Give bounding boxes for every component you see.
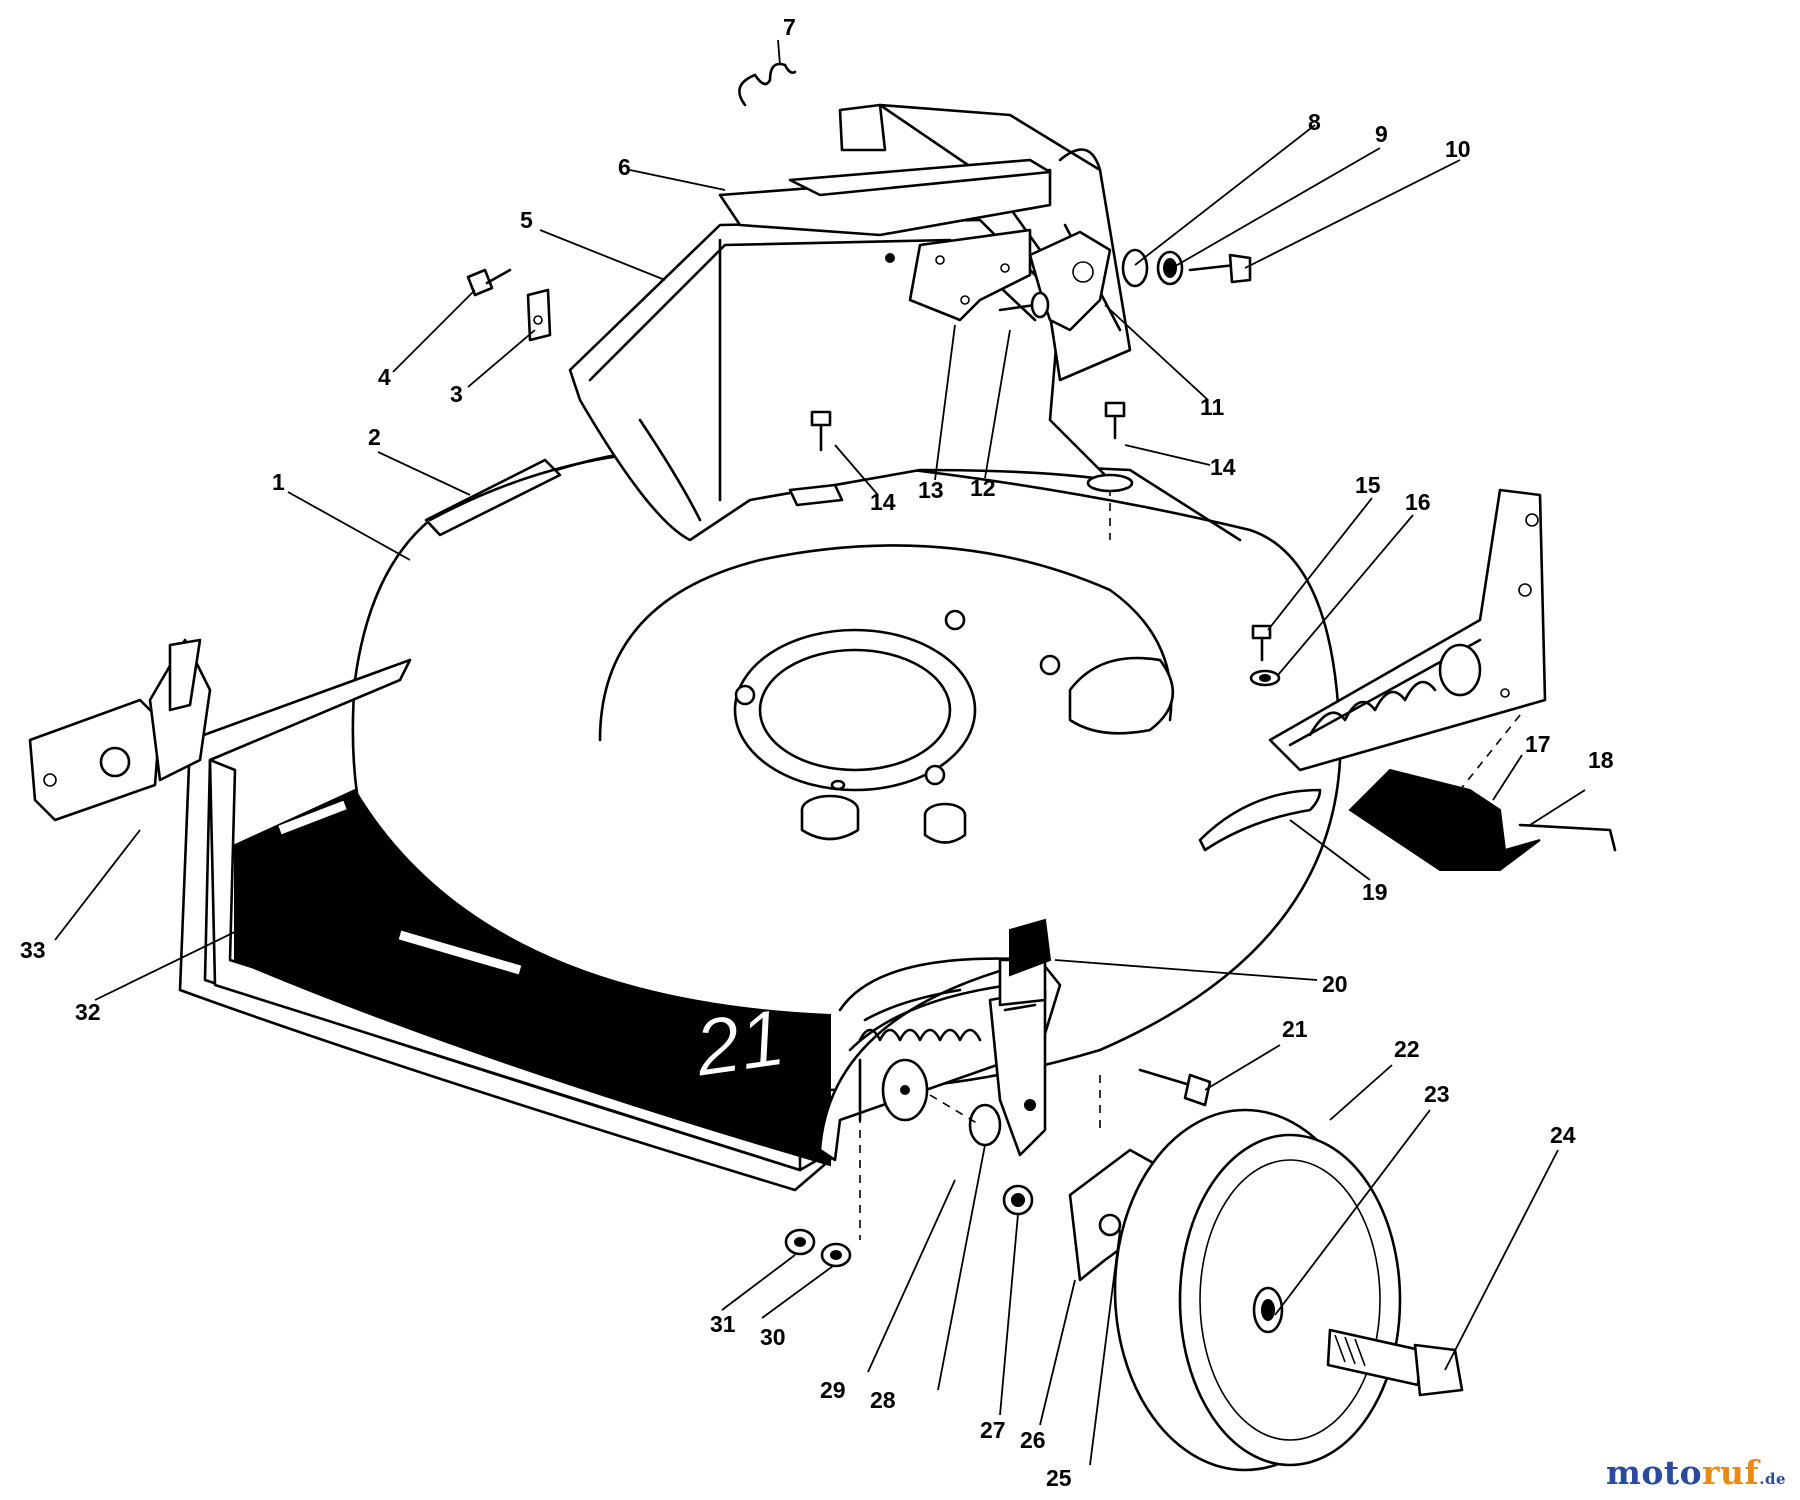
part-label-17: 17	[1525, 731, 1551, 757]
part-label-24: 24	[1550, 1122, 1576, 1148]
part-label-7: 7	[783, 14, 796, 40]
part-label-4: 4	[378, 364, 391, 390]
watermark: motoruf.de	[1606, 1453, 1786, 1492]
screw-21	[1138, 1068, 1212, 1107]
washer-29	[968, 1103, 1002, 1147]
part-label-9: 9	[1375, 121, 1388, 147]
rear-right-axle-plate	[1268, 488, 1547, 772]
part-label-26: 26	[1020, 1427, 1046, 1453]
part-label-27: 27	[980, 1417, 1006, 1443]
part-label-33: 33	[20, 937, 46, 963]
part-label-25: 25	[1046, 1465, 1072, 1491]
part-label-30: 30	[760, 1324, 786, 1350]
pivot-hardware-stack	[1121, 248, 1252, 288]
bolt-12	[998, 291, 1050, 319]
leader-lines	[54, 39, 1586, 1466]
watermark-text-b: ruf	[1702, 1453, 1760, 1492]
part-label-15: 15	[1355, 472, 1381, 498]
part-label-32: 32	[75, 999, 101, 1025]
part-label-11: 11	[1200, 394, 1225, 420]
part-label-14a: 14	[870, 489, 896, 515]
part-label-8: 8	[1308, 109, 1321, 135]
height-adjust-lever	[988, 918, 1052, 1157]
part-label-20: 20	[1322, 971, 1348, 997]
wheel-bolt	[1326, 1328, 1464, 1397]
part-label-19: 19	[1362, 879, 1388, 905]
watermark-text-a: moto	[1605, 1453, 1703, 1492]
rod-18	[1518, 823, 1617, 852]
part-label-13: 13	[918, 477, 944, 503]
left-height-adjuster	[28, 638, 212, 822]
deck-housing	[351, 447, 1342, 1092]
deck-size-marking: 21	[689, 992, 790, 1093]
part-label-12: 12	[970, 475, 996, 501]
label-19	[1198, 788, 1322, 852]
nut-27	[1002, 1184, 1034, 1216]
bolt-15	[1251, 624, 1272, 662]
part-label-6: 6	[618, 154, 631, 180]
part-label-16: 16	[1405, 489, 1431, 515]
washer-30	[820, 1242, 852, 1268]
wheel	[1113, 1108, 1402, 1472]
part-number-labels: 1 2 3 4 5 6 7 8 9 10 11 12 13 14 14 15 1…	[20, 14, 1614, 1491]
part-label-5: 5	[520, 207, 533, 233]
watermark-text-c: .de	[1759, 1470, 1786, 1488]
part-label-21: 21	[1282, 1016, 1308, 1042]
deflector-flap	[718, 158, 1052, 237]
part-label-23: 23	[1424, 1081, 1450, 1107]
spring-clip	[738, 62, 797, 107]
part-label-22: 22	[1394, 1036, 1420, 1062]
part-label-2: 2	[368, 424, 381, 450]
part-label-1: 1	[272, 469, 285, 495]
bolt-14-left	[788, 410, 844, 507]
height-adjuster-plate	[885, 228, 1032, 322]
front-baffle	[178, 658, 837, 1192]
rear-flap	[1348, 768, 1541, 871]
part-label-31: 31	[710, 1311, 736, 1337]
bolt-14-right	[1086, 401, 1134, 540]
clip-3	[526, 288, 552, 342]
bolt-4	[466, 268, 512, 297]
part-label-28: 28	[870, 1387, 896, 1413]
part-label-14b: 14	[1210, 454, 1236, 480]
part-label-29: 29	[820, 1377, 846, 1403]
nut-31	[784, 1228, 816, 1256]
part-label-10: 10	[1445, 136, 1471, 162]
washer-16	[1249, 669, 1281, 687]
part-label-3: 3	[450, 381, 463, 407]
part-label-18: 18	[1588, 747, 1614, 773]
